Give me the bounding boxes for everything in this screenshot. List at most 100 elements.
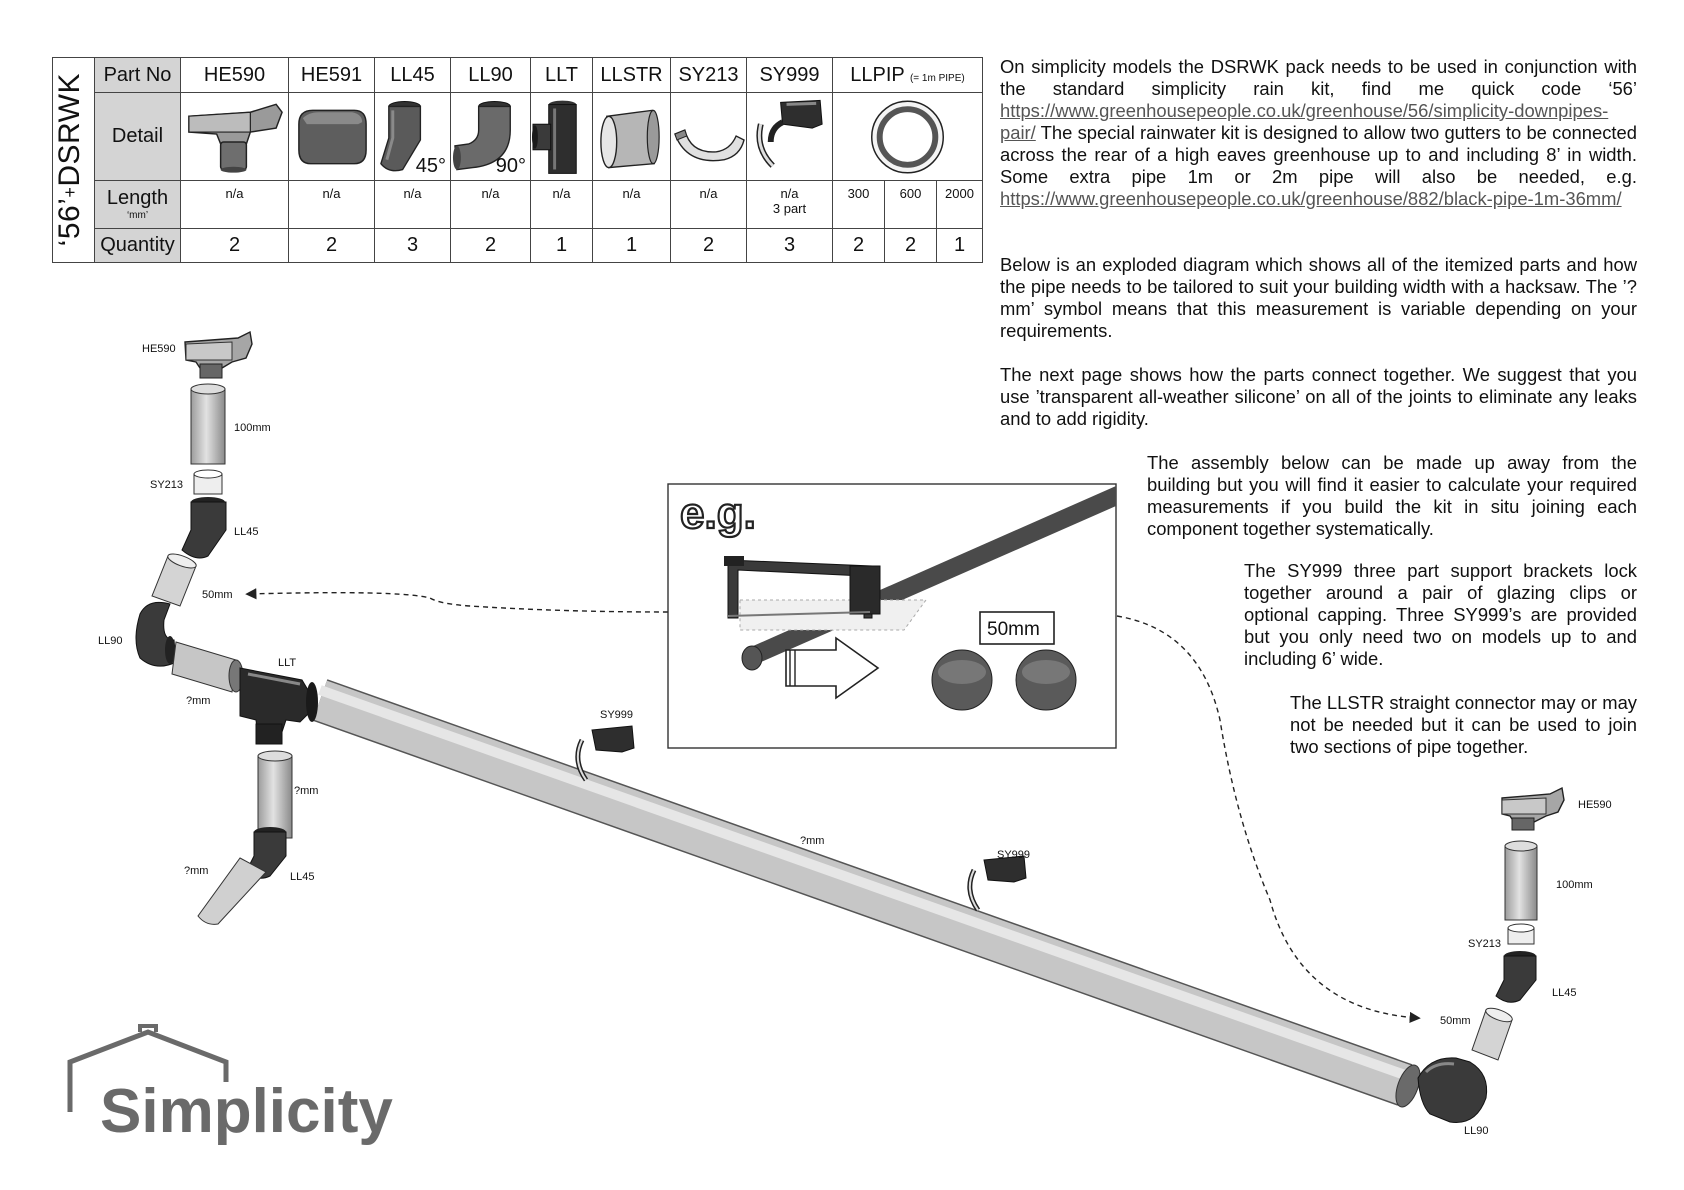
hacksaw-example-inset: e.g. 50mm [667,483,1117,749]
part-code: SY213 [670,57,747,93]
length-cell: n/a [592,180,671,229]
quantity-cell: 2 [832,228,885,263]
label-he590-left: HE590 [142,343,176,355]
cut-pipe-piece-1 [931,649,993,711]
end-cap-icon [289,94,374,180]
label-sy999-a: SY999 [600,709,633,721]
label-qmm-b: ?mm [294,785,318,797]
quantity-cell: 2 [450,228,531,263]
quantity-cell: 2 [288,228,375,263]
brand-name: Simplicity [100,1077,393,1146]
quantity-header: Quantity [94,228,181,263]
detail-header: Detail [94,92,181,181]
right-clip-sy213 [1507,923,1535,945]
eg-label: e.g. [680,489,756,538]
length-cell: n/a [670,180,747,229]
quantity-cell: 1 [592,228,671,263]
bend-90-icon [452,100,511,170]
label-he590-right: HE590 [1578,799,1612,811]
length-note: 3 part [772,200,807,216]
left-pipe-50mm [151,553,197,607]
label-sy999-b: SY999 [997,849,1030,861]
label-ll45-right: LL45 [1552,987,1576,999]
right-pipe-50mm [1471,1007,1513,1061]
sy999-bracket-b [967,855,1027,912]
detail-cell: 45° [374,92,451,181]
angle-label: 90° [495,154,526,177]
label-llt: LLT [278,657,296,669]
left-bend-90 [135,601,177,667]
label-100mm-right: 100mm [1556,879,1593,891]
main-pipe [312,679,1421,1108]
part-code-llpip: LLPIP (= 1m PIPE) [832,57,983,93]
detail-cell [746,92,833,181]
llstr-paragraph: The LLSTR straight connector may or may … [1290,692,1637,757]
label-ll90-right: LL90 [1464,1125,1488,1137]
cut-pipe-piece-2 [1015,649,1077,711]
length-cell: 2000 [936,180,983,229]
support-bracket-icon [747,94,832,180]
diagram-explanation-paragraph: Below is an exploded diagram which shows… [1000,254,1637,341]
length-cell: 600 [884,180,937,229]
cut-length-label: 50mm [987,619,1040,640]
label-ll45-lower: LL45 [290,871,314,883]
straight-connector-icon [593,94,670,180]
parts-table: ‘56’+DSRWK Part No HE590 HE591 LL45 LL90… [52,57,983,263]
sy999-bracket-a [575,725,635,782]
label-ll90-left: LL90 [98,635,122,647]
right-bend-45 [1495,951,1537,1003]
part-code: SY999 [746,57,833,93]
short-pipe-to-tee [171,641,244,693]
pipe-end-icon [833,94,982,180]
brand-logo: Simplicity [67,1024,393,1146]
part-code: LL90 [450,57,531,93]
house-roof-icon [67,1029,229,1082]
label-ll45-left: LL45 [234,526,258,538]
kit-title: ‘56’+DSRWK [52,57,95,263]
left-bend-45 [181,497,227,559]
lower-angled-pipe [197,857,267,925]
quantity-cell: 2 [670,228,747,263]
link-simplicity-downpipes[interactable]: https://www.greenhousepeople.co.uk/green… [1000,100,1609,143]
detail-cell [180,92,289,181]
part-no-header: Part No [94,57,181,93]
bend-45-icon [380,100,422,171]
drop-pipe [257,750,293,839]
label-100mm-left: 100mm [234,422,271,434]
hopper-icon [181,94,288,180]
right-hopper [1501,786,1565,831]
intro-paragraph: On simplicity models the DSRWK pack need… [1000,56,1637,209]
label-50mm-right: 50mm [1440,1015,1471,1027]
label-qmm-main: ?mm [800,835,824,847]
part-code: LLSTR [592,57,671,93]
link-black-pipe[interactable]: https://www.greenhousepeople.co.uk/green… [1000,188,1622,209]
assembly-paragraph: The assembly below can be made up away f… [1147,452,1637,539]
silicone-advice-paragraph: The next page shows how the parts connec… [1000,364,1637,429]
quantity-cell: 3 [374,228,451,263]
tee-icon [531,94,592,180]
detail-cell [530,92,593,181]
pipe-clip-icon [671,94,746,180]
quantity-cell: 2 [884,228,937,263]
tee-llt [239,667,318,745]
sy999-paragraph: The SY999 three part support brackets lo… [1244,560,1637,669]
left-pipe-100mm [190,383,226,465]
label-50mm-left: 50mm [202,589,233,601]
quantity-cell: 2 [180,228,289,263]
label-sy213-right: SY213 [1468,938,1501,950]
label-qmm-c: ?mm [184,865,208,877]
length-cell: n/a [450,180,531,229]
detail-cell [288,92,375,181]
detail-cell: 90° [450,92,531,181]
right-pipe-100mm [1504,840,1538,921]
detail-cell [832,92,983,181]
left-hopper [184,330,253,379]
length-cell: n/a [180,180,289,229]
leader-line-right [1116,615,1421,1024]
label-sy213-left: SY213 [150,479,183,491]
hacksaw-icon [724,486,1116,700]
left-clip-sy213 [193,469,223,495]
part-code: HE591 [288,57,375,93]
right-bend-90 [1417,1057,1488,1123]
